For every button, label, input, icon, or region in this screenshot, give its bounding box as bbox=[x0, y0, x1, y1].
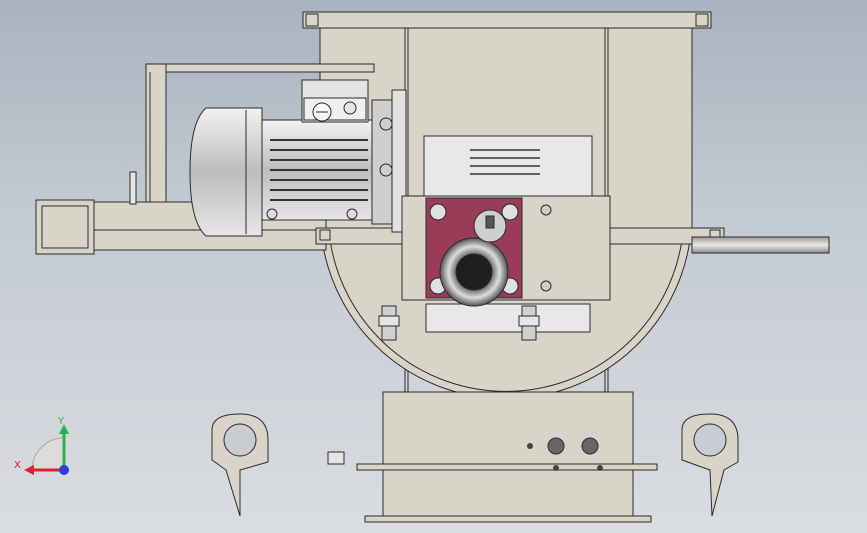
y-axis-label: Y bbox=[57, 416, 65, 427]
axis-triad[interactable]: X Y bbox=[14, 416, 69, 475]
motor-frame bbox=[145, 63, 375, 205]
right-lifting-lug bbox=[681, 413, 739, 517]
x-axis-label: X bbox=[14, 460, 21, 471]
z-axis-dot bbox=[59, 465, 69, 475]
port-holes bbox=[527, 437, 603, 471]
outlet-chute bbox=[356, 391, 658, 523]
mount-bolts bbox=[378, 305, 540, 341]
electric-motor bbox=[189, 79, 407, 237]
left-lifting-lug bbox=[211, 413, 269, 517]
drive-flange bbox=[425, 197, 552, 307]
loose-nut bbox=[327, 451, 345, 465]
